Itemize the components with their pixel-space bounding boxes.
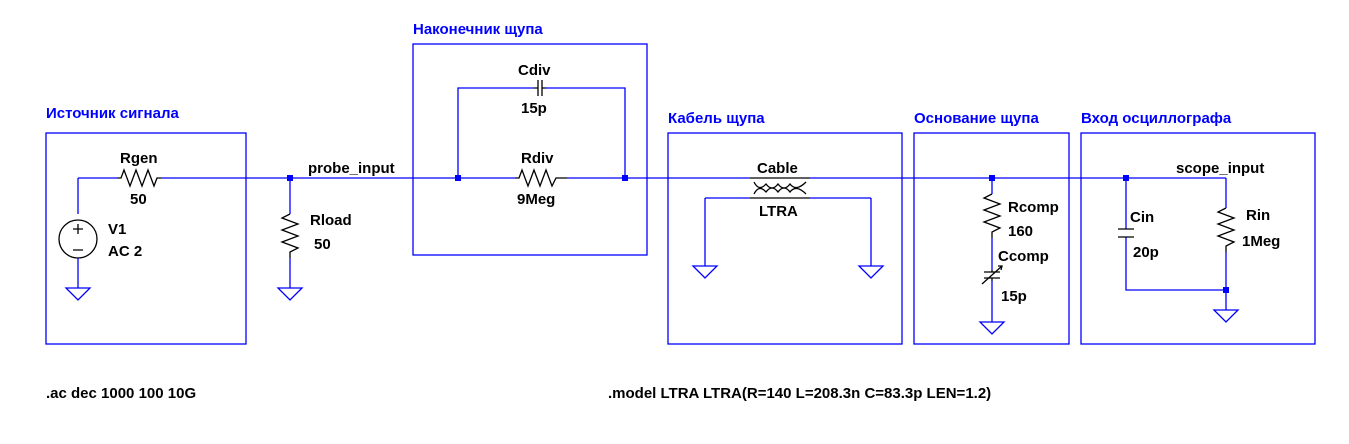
rload-name: Rload (310, 212, 352, 229)
model-directive: .model LTRA LTRA(R=140 L=208.3n C=83.3p … (608, 385, 991, 402)
cable-value: LTRA (759, 203, 798, 220)
resistor-rload (280, 213, 300, 258)
ground-icon (857, 265, 885, 279)
scope-input-section-title: Вход осциллографа (1081, 110, 1232, 127)
rin-name: Rin (1246, 207, 1270, 224)
resistor-rgen (117, 168, 161, 188)
probe-tip-section-title: Наконечник щупа (413, 21, 543, 38)
net-label-scope-input: scope_input (1176, 160, 1264, 177)
resistor-rdiv (515, 168, 567, 188)
cdiv-value: 15p (521, 100, 547, 117)
resistor-rin (1216, 207, 1236, 252)
v1-name: V1 (108, 221, 126, 238)
ground-icon (978, 321, 1006, 335)
cdiv-name: Cdiv (518, 62, 551, 79)
probe-cable-section-title: Кабель щупа (668, 110, 765, 127)
probe-base-section-box (913, 132, 1070, 345)
variable-capacitor-ccomp (981, 265, 1003, 285)
v1-value: AC 2 (108, 243, 142, 260)
ccomp-name: Ccomp (998, 248, 1049, 265)
capacitor-cin (1118, 228, 1134, 238)
voltage-source-v1 (58, 219, 98, 259)
wire-cable-grounds (704, 198, 872, 266)
cin-value: 20p (1133, 244, 1159, 261)
junction-dot (1223, 287, 1229, 293)
probe-tip-section-box (412, 43, 648, 256)
probe-base-section-title: Основание щупа (914, 110, 1039, 127)
ground-icon (1212, 309, 1240, 323)
source-section-box (45, 132, 247, 345)
rgen-name: Rgen (120, 150, 158, 167)
wire-cin (1125, 178, 1226, 291)
ground-icon (64, 287, 92, 301)
rdiv-name: Rdiv (521, 150, 554, 167)
ac-directive: .ac dec 1000 100 10G (46, 385, 196, 402)
scope-input-section-box (1080, 132, 1316, 345)
resistor-rcomp (982, 193, 1002, 238)
cable-name: Cable (757, 160, 798, 177)
cin-name: Cin (1130, 209, 1154, 226)
ground-icon (691, 265, 719, 279)
rgen-value: 50 (130, 191, 147, 208)
rcomp-name: Rcomp (1008, 199, 1059, 216)
capacitor-cdiv (534, 80, 546, 96)
rcomp-value: 160 (1008, 223, 1033, 240)
rin-value: 1Meg (1242, 233, 1280, 250)
ground-icon (276, 287, 304, 301)
probe-cable-section-box (667, 132, 903, 345)
transmission-line-cable (750, 177, 810, 199)
wire-cdiv-loop (457, 87, 626, 178)
source-section-title: Источник сигнала (46, 105, 179, 122)
rdiv-value: 9Meg (517, 191, 555, 208)
rload-value: 50 (314, 236, 331, 253)
ccomp-value: 15p (1001, 288, 1027, 305)
net-label-probe-input: probe_input (308, 160, 395, 177)
